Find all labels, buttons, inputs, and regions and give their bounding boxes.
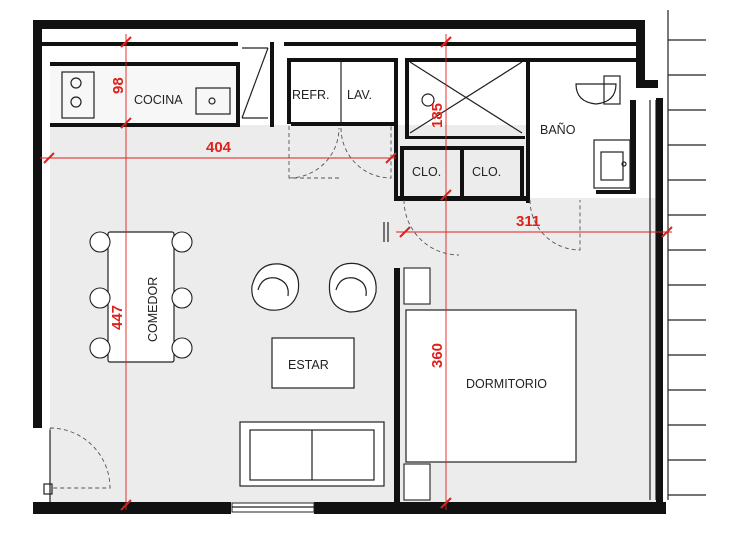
dim-311: 311 [516,213,540,230]
dim-447: 447 [109,305,126,330]
kitchen-fixtures [61,47,394,126]
chair [89,287,111,309]
dimension-lines [40,34,673,511]
stove [61,71,95,119]
dimension-labels: 98 404 185 311 447 360 [109,77,540,368]
armchair [251,263,300,311]
dim-98: 98 [110,77,127,94]
armchair [328,262,377,313]
shower-drain [421,93,435,107]
bath-sink [593,139,631,189]
label-estar: ESTAR [288,358,329,372]
label-dormitorio: DORMITORIO [466,377,547,391]
dim-404: 404 [206,139,232,156]
chair [89,231,111,253]
label-refr: REFR. [292,88,330,102]
sink [195,87,231,115]
nightstand [403,463,431,501]
dining-table [107,231,175,363]
toilet [575,83,617,105]
nightstand [403,267,431,305]
coffee-table [271,337,355,389]
furniture [89,231,577,501]
label-lav: LAV. [347,88,372,102]
door-lav [340,126,392,179]
dim-360: 360 [429,343,446,368]
interior-walls [42,42,636,503]
door-entry [49,427,111,489]
dim-185: 185 [429,103,446,128]
exterior-walls [33,20,666,514]
label-bano: BAÑO [540,123,576,137]
chair [89,337,111,359]
door-bath [529,199,581,251]
room-labels: COCINA REFR. LAV. BAÑO CLO. CLO. COMEDOR… [134,88,576,391]
label-comedor: COMEDOR [146,277,160,342]
doors [43,126,581,513]
door-clo [403,199,460,256]
label-cocina: COCINA [134,93,183,107]
bed [405,309,577,463]
chair [171,231,193,253]
chair [171,337,193,359]
bathroom-fixtures [409,61,631,189]
label-clo-1: CLO. [412,165,441,179]
floor-kitchen [50,65,238,125]
chair [171,287,193,309]
label-clo-2: CLO. [472,165,501,179]
